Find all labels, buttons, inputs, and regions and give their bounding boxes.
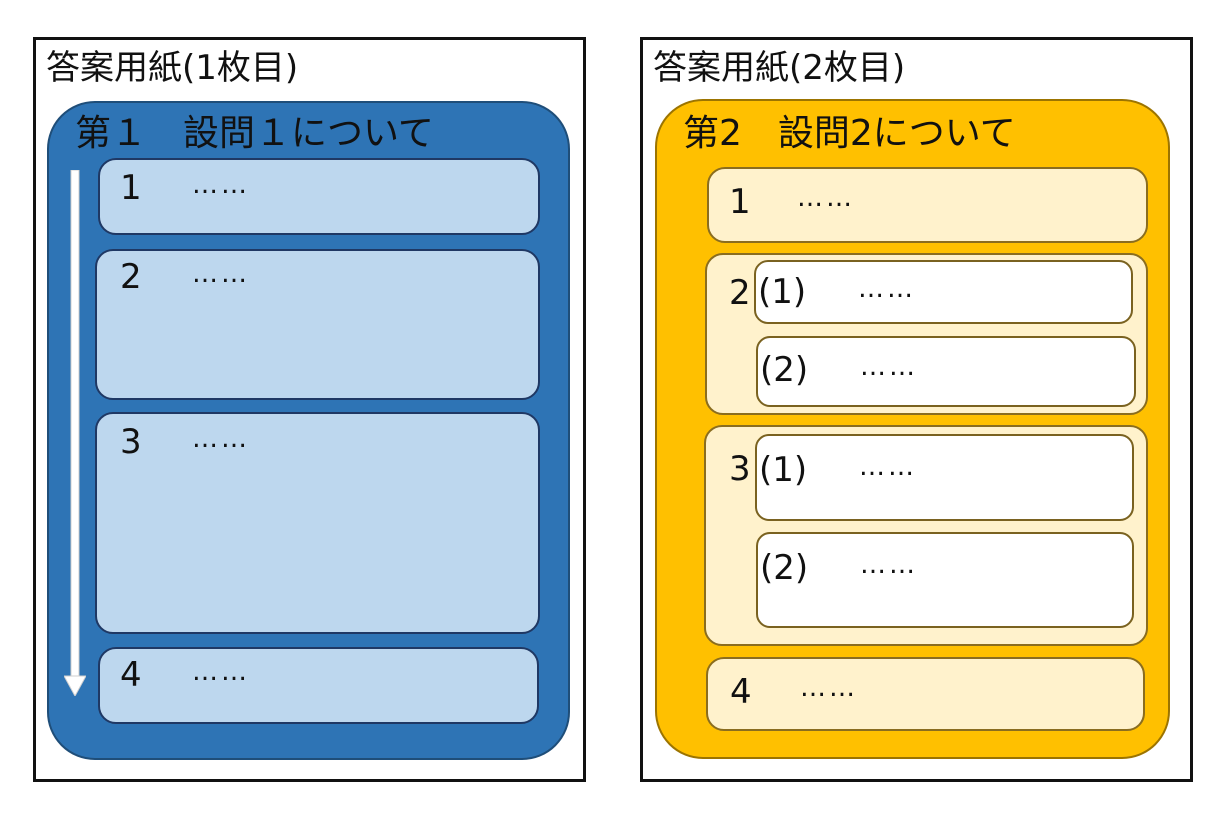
answer-item-3: 3 ……	[95, 412, 540, 634]
item-placeholder-dots: ……	[797, 183, 855, 213]
item-placeholder-dots: ……	[860, 550, 918, 580]
item-number: 4	[730, 672, 752, 712]
item-placeholder-dots: ……	[800, 673, 858, 703]
item-placeholder-dots: ……	[858, 274, 916, 304]
answer-item-1: 1 ……	[98, 158, 540, 235]
sub-item-label: (1)	[759, 450, 808, 490]
answer-item-1: 1 ……	[707, 167, 1148, 243]
sub-item-label: (2)	[760, 350, 809, 390]
sheet-title: 答案用紙(2枚目)	[653, 48, 906, 88]
item-number: 3	[729, 449, 751, 489]
flow-arrow-icon	[64, 170, 86, 696]
item-placeholder-dots: ……	[192, 657, 250, 687]
item-number: 4	[120, 655, 142, 695]
item-placeholder-dots: ……	[192, 170, 250, 200]
item-placeholder-dots: ……	[192, 424, 250, 454]
panel-title: 第2 設問2について	[683, 113, 1016, 154]
panel-title: 第１ 設問１について	[75, 113, 434, 154]
answer-item-4: 4 ……	[98, 647, 539, 724]
sub-item-label: (2)	[760, 548, 809, 588]
item-placeholder-dots: ……	[192, 259, 250, 289]
sub-item-3-2: (2) ……	[756, 532, 1134, 628]
item-number: 1	[120, 168, 142, 208]
item-placeholder-dots: ……	[859, 452, 917, 482]
answer-item-4: 4 ……	[706, 657, 1145, 731]
answer-item-2: 2 ……	[95, 249, 540, 400]
item-number: 1	[729, 182, 751, 222]
item-placeholder-dots: ……	[860, 352, 918, 382]
sheet-title: 答案用紙(1枚目)	[46, 48, 299, 88]
sub-item-2-1: (1) ……	[754, 260, 1133, 324]
sub-item-2-2: (2) ……	[756, 336, 1136, 407]
sub-item-label: (1)	[758, 272, 807, 312]
item-number: 2	[120, 257, 142, 297]
item-number: 3	[120, 422, 142, 462]
sub-item-3-1: (1) ……	[755, 434, 1134, 521]
item-number: 2	[729, 273, 751, 313]
